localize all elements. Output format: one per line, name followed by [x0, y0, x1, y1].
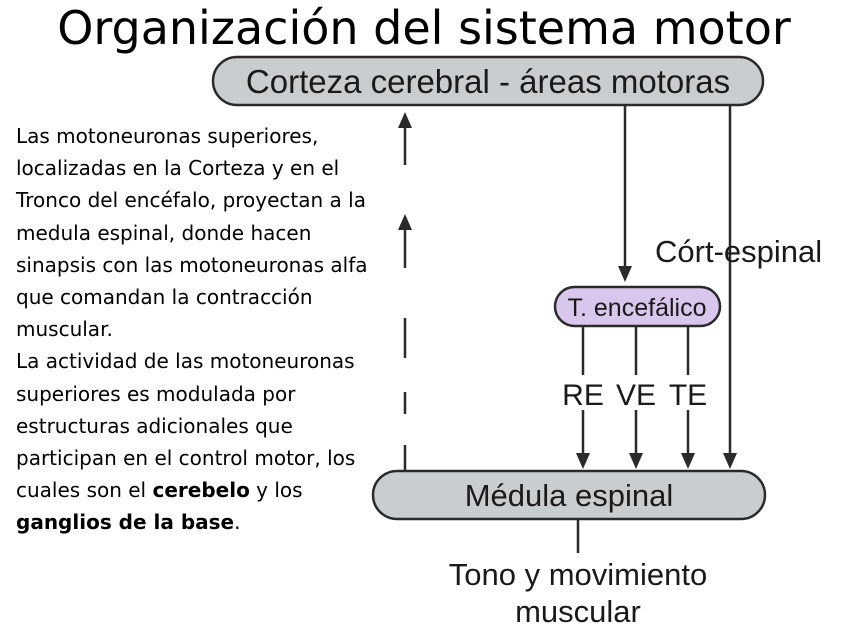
cortex-to-brainstem-arrow: [618, 105, 632, 282]
brainstem-node: T. encefálico: [553, 285, 722, 328]
paragraph-2-start: La actividad de las motoneuronas superio…: [16, 349, 356, 503]
description-text: Las motoneuronas superiores, localizadas…: [16, 120, 386, 539]
output-label-line2: muscular: [515, 594, 641, 629]
tract-label-ve: VE: [616, 379, 656, 412]
tract-label-te: TE: [669, 379, 707, 412]
page-title: Organización del sistema motor: [57, 1, 791, 55]
down-arrow-icon: [576, 453, 590, 469]
cortex-node: Corteza cerebral - áreas motoras: [211, 55, 765, 107]
cortex-label: Corteza cerebral - áreas motoras: [246, 63, 730, 100]
paragraph-2-mid: y los: [249, 478, 303, 503]
brainstem-tracts: RE VE TE: [562, 326, 707, 469]
cerebellum-term: cerebelo: [152, 478, 250, 503]
up-arrow-icon: [398, 112, 412, 128]
brainstem-label: T. encefálico: [568, 294, 707, 322]
basal-ganglia-term: ganglios de la base: [16, 510, 235, 535]
tract-label-re: RE: [562, 379, 604, 412]
spinal-cord-label: Médula espinal: [465, 478, 674, 513]
spinal-cord-node: Médula espinal: [371, 469, 767, 521]
down-arrow-icon: [681, 453, 695, 469]
output-label-line1: Tono y movimiento: [449, 557, 707, 592]
down-arrow-icon: [629, 453, 643, 469]
ascending-pathway: [398, 112, 412, 470]
up-arrow-icon: [398, 214, 412, 230]
paragraph-2-end: .: [234, 510, 241, 535]
paragraph-1: Las motoneuronas superiores, localizadas…: [16, 124, 368, 342]
corticospinal-arrow: [723, 105, 737, 469]
corticospinal-label: Córt-espinal: [655, 234, 822, 269]
